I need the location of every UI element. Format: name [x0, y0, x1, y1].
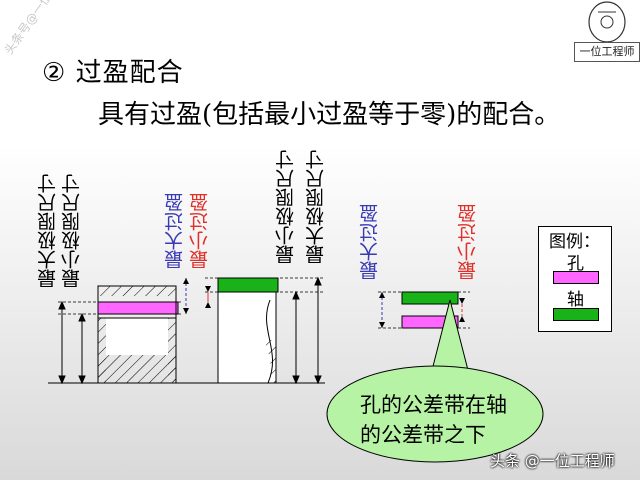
shaft-max-size-label: 最大极限尺寸 — [305, 150, 327, 264]
callout-line-2: 的公差带之下 — [360, 423, 486, 447]
callout-line-1: 孔的公差带在轴 — [360, 393, 507, 417]
shaft-min-dimension-arrow — [292, 290, 300, 385]
shaft-tolerance-zone — [217, 277, 279, 293]
shaft-drawing — [217, 277, 279, 384]
hole-tolerance-zone — [97, 301, 179, 315]
min-interference-arrow-left — [205, 286, 211, 308]
footer-credit: 头条 @一位工程师 — [490, 452, 615, 470]
legend-shaft-swatch — [553, 308, 599, 321]
max-interference-arrow-left — [183, 278, 189, 314]
legend-hole-label: 孔 — [567, 254, 584, 274]
min-interference-label-right: 最小过盈 — [457, 204, 479, 280]
legend-title: 图例： — [549, 232, 600, 252]
shaft-min-size-label: 最小极限尺寸 — [275, 150, 297, 264]
hole-max-size-label: 最大极限尺寸 — [37, 174, 59, 288]
max-interference-arrow-right — [379, 292, 385, 328]
max-interference-label-right: 最大过盈 — [359, 204, 381, 280]
callout-text: 孔的公差带在轴 的公差带之下 — [360, 390, 570, 450]
legend-shaft-label: 轴 — [567, 290, 584, 310]
section-heading: ② 过盈配合 — [42, 58, 184, 88]
hole-min-dimension-arrow — [78, 312, 86, 385]
max-interference-label-left: 最大过盈 — [164, 193, 186, 269]
hole-max-dimension-arrow — [58, 300, 66, 385]
definition-text: 具有过盈(包括最小过盈等于零)的配合。 — [98, 100, 561, 130]
brand-caption: 一位工程师 — [574, 42, 640, 62]
min-interference-label-left: 最小过盈 — [189, 193, 211, 269]
legend-box: 图例： 孔 轴 — [538, 226, 612, 332]
legend-hole-swatch — [553, 271, 599, 284]
callout-bubble — [326, 365, 544, 463]
hole-min-size-label: 最小极限尺寸 — [61, 174, 83, 288]
shaft-max-dimension-arrow — [314, 276, 322, 385]
min-interference-arrow-right — [459, 298, 465, 322]
hole-drawing — [97, 285, 179, 384]
